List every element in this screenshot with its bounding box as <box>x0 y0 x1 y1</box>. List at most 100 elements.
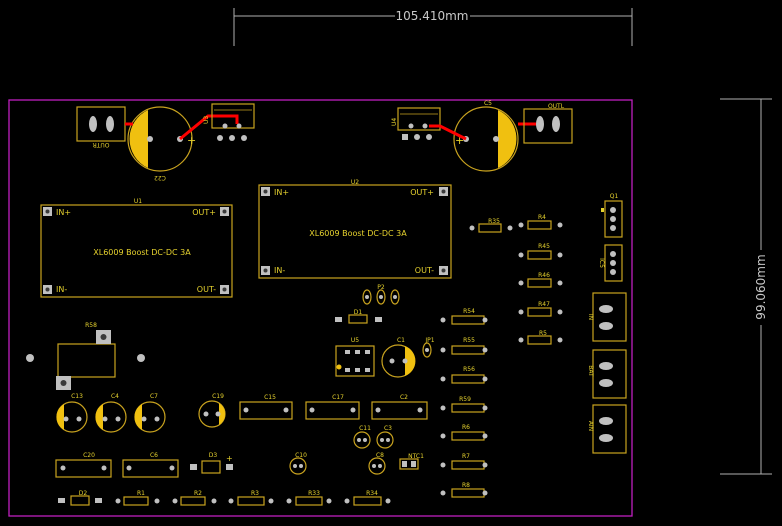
outr-connector[interactable]: OUTR <box>76 106 126 148</box>
r33-resistor[interactable]: R33 <box>286 490 332 506</box>
d3-diode[interactable]: D3 + <box>190 452 233 474</box>
u2-in-minus: IN- <box>274 266 285 275</box>
r3-resistor[interactable]: R3 <box>228 490 274 506</box>
u1-module[interactable]: U1 IN+ IN- OUT+ OUT- XL6009 Boost DC-DC … <box>40 198 233 298</box>
u2-out-minus: OUT- <box>415 266 434 275</box>
width-dimension-label: 105.410mm <box>395 9 468 23</box>
c22-capacitor[interactable]: + C22 <box>127 106 196 181</box>
r35-label: R35 <box>488 218 500 225</box>
bat-connector[interactable]: BAT <box>587 349 627 399</box>
c7-capacitor[interactable]: C7 <box>134 393 166 433</box>
u2-out-plus: OUT+ <box>410 188 434 197</box>
c19-capacitor[interactable]: C19 <box>198 393 226 428</box>
c17-capacitor[interactable]: C17 <box>305 394 360 420</box>
u1-ref: U1 <box>134 198 142 205</box>
r1-label: R1 <box>137 490 145 497</box>
jp1-jumper[interactable]: JP1 <box>422 337 435 358</box>
c19-label: C19 <box>212 393 224 400</box>
u3-regulator[interactable]: U3 <box>203 103 255 141</box>
u4-regulator[interactable]: U4 <box>391 107 441 140</box>
u2-module[interactable]: U2 IN+ IN- OUT+ OUT- XL6009 Boost DC-DC … <box>258 179 452 279</box>
c17-label: C17 <box>332 394 344 401</box>
c5-capacitor[interactable]: + C5 <box>453 100 519 172</box>
ain-label: AIN <box>587 421 594 431</box>
c1-label: C1 <box>397 337 405 344</box>
u1-in-minus: IN- <box>56 285 67 294</box>
in-connector[interactable]: IN <box>587 292 627 342</box>
r56-resistor[interactable]: R56 <box>440 366 488 384</box>
u5-chip[interactable]: U5 <box>335 337 375 377</box>
ic5-chip[interactable]: IC5 <box>598 244 623 282</box>
r4-resistor[interactable]: R4 <box>518 214 563 230</box>
c10-capacitor[interactable]: C10 <box>289 452 307 475</box>
r58-potentiometer[interactable]: R58 <box>56 322 116 390</box>
r55-resistor[interactable]: R55 <box>440 337 488 355</box>
r8-resistor[interactable]: R8 <box>440 482 488 498</box>
c5-top-label: C5 <box>484 100 492 107</box>
q1-label: Q1 <box>610 193 619 200</box>
c15-capacitor[interactable]: C15 <box>239 394 293 420</box>
in-label: IN <box>587 314 594 320</box>
u1-in-plus: IN+ <box>56 208 71 217</box>
c10-label: C10 <box>295 452 307 459</box>
mount-hole-left <box>26 354 34 362</box>
r5-label: R5 <box>539 330 547 337</box>
c11-capacitor[interactable]: C11 <box>353 425 371 449</box>
r45-resistor[interactable]: R45 <box>518 243 563 260</box>
c11-label: C11 <box>359 425 371 432</box>
d1-label: D1 <box>354 309 363 316</box>
r54-resistor[interactable]: R54 <box>440 308 488 325</box>
p2-jumper[interactable]: P2 <box>362 284 400 305</box>
r47-label: R47 <box>538 301 550 308</box>
outl-connector[interactable]: OUTL <box>523 103 573 144</box>
c22-label: C22 <box>154 174 166 181</box>
r5-resistor[interactable]: R5 <box>518 330 563 345</box>
outl-label: OUTL <box>548 103 565 110</box>
c6-capacitor[interactable]: C6 <box>122 452 179 478</box>
c1-capacitor[interactable]: C1 <box>381 337 416 378</box>
c3-label: C3 <box>384 425 392 432</box>
d2-label: D2 <box>79 490 88 497</box>
svg-text:+: + <box>226 454 233 463</box>
c2-label: C2 <box>400 394 408 401</box>
c4-capacitor[interactable]: C4 <box>95 393 127 433</box>
p2-label: P2 <box>377 284 385 291</box>
c2-capacitor[interactable]: C2 <box>371 394 428 420</box>
r54-label: R54 <box>463 308 475 315</box>
svg-text:+: + <box>187 134 196 147</box>
u5-label: U5 <box>351 337 359 344</box>
r59-resistor[interactable]: R59 <box>440 396 488 413</box>
r7-resistor[interactable]: R7 <box>440 453 488 470</box>
d1-diode[interactable]: D1 <box>335 309 382 324</box>
d2-diode[interactable]: D2 <box>58 490 102 506</box>
r34-resistor[interactable]: R34 <box>344 490 391 506</box>
u1-out-plus: OUT+ <box>192 208 216 217</box>
r1-resistor[interactable]: R1 <box>115 490 160 506</box>
r45-label: R45 <box>538 243 550 250</box>
d3-label: D3 <box>209 452 218 459</box>
r58-label: R58 <box>85 322 97 329</box>
u2-in-plus: IN+ <box>274 188 289 197</box>
svg-text:+: + <box>455 134 464 147</box>
r55-label: R55 <box>463 337 475 344</box>
r46-label: R46 <box>538 272 550 279</box>
r6-resistor[interactable]: R6 <box>440 424 488 441</box>
ntc1-label: NTC1 <box>408 453 424 460</box>
c20-capacitor[interactable]: C20 <box>55 452 112 478</box>
trace-c22-u3 <box>179 114 239 141</box>
c3-capacitor[interactable]: C3 <box>376 425 394 449</box>
u1-out-minus: OUT- <box>197 285 216 294</box>
r35-resistor[interactable]: R35 <box>469 218 513 233</box>
height-dimension: 99.060mm <box>720 98 772 475</box>
r3-label: R3 <box>251 490 259 497</box>
r47-resistor[interactable]: R47 <box>518 301 563 317</box>
ic5-label: IC5 <box>598 258 605 268</box>
q1-transistor[interactable]: Q1 <box>601 193 623 238</box>
ntc1-thermistor[interactable]: NTC1 <box>399 453 424 470</box>
r46-resistor[interactable]: R46 <box>518 272 563 288</box>
ain-connector[interactable]: AIN <box>587 404 627 454</box>
r2-resistor[interactable]: R2 <box>172 490 217 506</box>
c13-capacitor[interactable]: C13 <box>56 393 88 433</box>
c8-capacitor[interactable]: C8 <box>368 452 386 475</box>
